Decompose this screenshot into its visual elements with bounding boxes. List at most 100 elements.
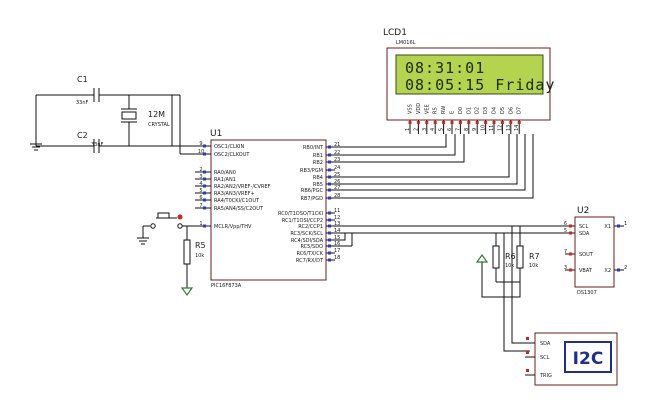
i2c-pin-sda[interactable]: SDA — [525, 337, 551, 347]
pin-state-marker — [526, 351, 529, 354]
c2-value: 33nF — [91, 142, 104, 148]
u2-pin-number: 5 — [564, 228, 567, 234]
i2c-pin-scl[interactable]: SCL — [525, 351, 550, 361]
u1-pin-number: 22 — [334, 150, 340, 156]
pin-state-marker — [425, 121, 429, 124]
power-arrow-pullups — [475, 253, 489, 263]
lcd-bus — [335, 134, 534, 199]
lcd-pin-number: 2 — [413, 128, 419, 131]
lcd-pin-label: E — [450, 111, 456, 114]
u1-pin-number: 10 — [198, 149, 204, 155]
pin-state-marker — [203, 198, 206, 202]
pin-state-marker — [328, 168, 331, 172]
u1-pin-5[interactable]: RA3/AN3/VREF+5 — [195, 188, 255, 197]
lcd-pin-rw[interactable]: RW5 — [439, 106, 448, 134]
u1-pin-name: RC3/SCK/SCL — [290, 231, 323, 237]
u1-pin-name: RC6/TX/CK — [296, 251, 323, 257]
u1-pin-name: RB0/INT — [303, 145, 324, 151]
lcd-pin-label: D7 — [517, 107, 523, 114]
i2c-pin-trig[interactable]: TRIG — [525, 369, 552, 379]
reset-button-cap[interactable] — [157, 212, 170, 219]
r5-value: 10k — [195, 253, 204, 259]
lcd-pin-d1[interactable]: D18 — [464, 107, 473, 134]
lcd-pin-label: VEE — [424, 104, 430, 114]
r6-value: 10k — [505, 263, 514, 269]
crystal-ref: 12M — [148, 110, 165, 119]
lcd-pin-label: D5 — [500, 107, 506, 114]
lcd-pin-e[interactable]: E6 — [447, 111, 456, 134]
reset-button-contact-b[interactable] — [177, 223, 183, 229]
power-arrow-r5 — [180, 287, 194, 297]
lcd-pin-d2[interactable]: D29 — [472, 107, 481, 134]
u1-pin-name: RC0/T1OSO/T1CKI — [278, 211, 323, 217]
i2c-debugger-pins: SDA SCL TRIG — [525, 337, 552, 379]
lcd-pin-d0[interactable]: D07 — [455, 107, 464, 134]
u2-part: DS1307 — [577, 290, 597, 296]
u1-part: PIC16F873A — [211, 283, 242, 289]
r7-ref: R7 — [529, 252, 540, 261]
pin-state-marker — [328, 238, 331, 242]
lcd-pin-number: 11 — [489, 125, 495, 131]
reset-button-contact-a[interactable] — [150, 223, 156, 229]
u1-pin-name: OSC2/CLKOUT — [214, 152, 250, 158]
u1-pin-number: 3 — [199, 174, 202, 180]
u2-pin-name: X2 — [604, 268, 611, 274]
pin-state-marker — [328, 258, 331, 262]
u1-pin-10[interactable]: OSC2/CLKOUT 10 — [195, 149, 250, 158]
pin-state-marker — [484, 121, 488, 124]
ground-symbol-reset — [137, 237, 149, 245]
pin-state-marker — [328, 231, 331, 235]
lcd-pin-number: 6 — [447, 128, 453, 131]
pic-microcontroller[interactable]: U1 PIC16F873A OSC1/CLKIN9OSC2/CLKOUT10RA… — [195, 129, 340, 289]
lcd-pin-rs[interactable]: RS4 — [430, 107, 439, 134]
pin-state-marker — [328, 251, 331, 255]
lcd-pin-number: 5 — [439, 128, 445, 131]
pin-state-marker — [203, 184, 206, 188]
pin-state-marker — [416, 121, 420, 124]
lcd-module[interactable]: LCD1 LM016L 08:31:01 08:05:15 Friday VSS… — [383, 28, 555, 134]
oscillator-section: C1 33nF C2 33nF 12M CRYSTAL — [30, 75, 195, 155]
